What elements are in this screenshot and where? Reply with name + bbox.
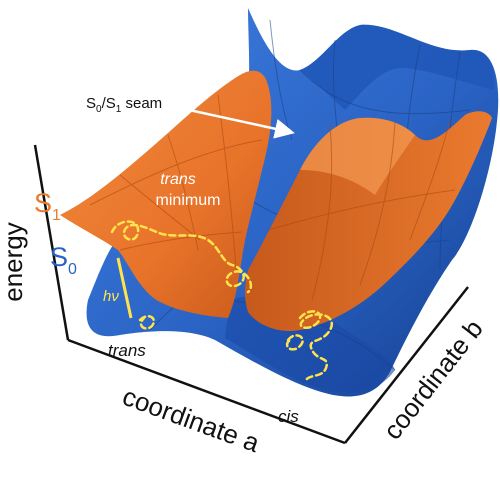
axes xyxy=(33,144,469,445)
s1-grid xyxy=(89,94,456,301)
energy-axis xyxy=(33,144,70,341)
s0-cis-path xyxy=(298,310,334,382)
s0-back-ridge xyxy=(300,24,495,110)
trans-minimum-italic: trans xyxy=(160,171,196,188)
s1-ridge-highlight xyxy=(300,117,415,195)
s0-trans-path xyxy=(138,315,156,330)
seam-pointer xyxy=(179,106,295,139)
coordinate-b-axis xyxy=(344,286,469,444)
trans-minimum-word: minimum xyxy=(156,192,221,209)
s1-surface xyxy=(60,70,492,332)
energy-axis-label: energy xyxy=(0,222,28,302)
excitation-line xyxy=(116,257,133,319)
coordinate-a-label: coordinate a xyxy=(119,381,264,458)
seam-label: S0/S1 seam xyxy=(86,95,162,115)
s1-label: S1 xyxy=(34,188,61,224)
s1-left-sheet xyxy=(60,70,272,318)
seam-arrow xyxy=(179,106,295,139)
cis-label: cis xyxy=(278,407,299,426)
s0-label: S0 xyxy=(50,242,77,278)
coordinate-a-axis xyxy=(67,338,346,445)
hv-label: hν xyxy=(103,288,119,305)
trans-label: trans xyxy=(108,341,146,360)
s0-cis-path-2 xyxy=(285,334,304,351)
excitation xyxy=(116,257,133,319)
reaction-paths xyxy=(110,220,334,382)
s1-wavepacket-path xyxy=(110,220,253,294)
